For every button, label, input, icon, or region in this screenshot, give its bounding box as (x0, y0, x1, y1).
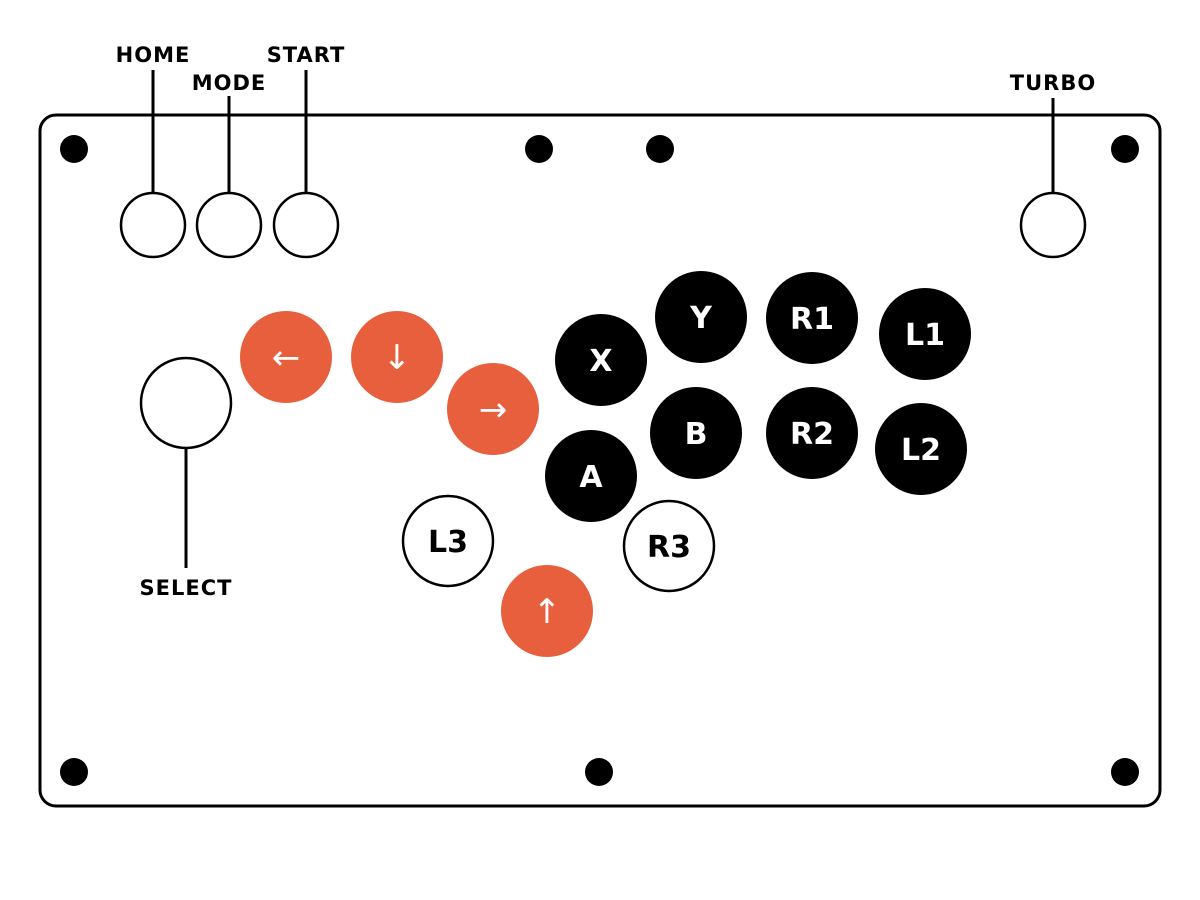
down-button[interactable]: ↓ (351, 311, 443, 403)
start-label: START (267, 43, 346, 67)
screw-holes (60, 135, 1139, 786)
screw-hole-top-left (60, 135, 88, 163)
screw-hole-top-center-right (646, 135, 674, 163)
r1-button[interactable]: R1 (766, 272, 858, 364)
x-button[interactable]: X (555, 314, 647, 406)
home-button[interactable] (119, 191, 187, 259)
screw-hole-bottom-center (585, 758, 613, 786)
home-label: HOME (116, 43, 191, 67)
screw-hole-top-center-left (525, 135, 553, 163)
select-button[interactable] (139, 356, 233, 450)
l3-button[interactable]: L3 (401, 494, 495, 588)
screw-hole-bottom-right (1111, 758, 1139, 786)
l2-button[interactable]: L2 (875, 403, 967, 495)
screw-hole-bottom-left (60, 758, 88, 786)
screw-hole-top-right (1111, 135, 1139, 163)
up-button[interactable]: ↑ (501, 565, 593, 657)
a-button-label: A (579, 460, 603, 495)
l2-button-label: L2 (901, 433, 941, 468)
down-arrow-icon: ↓ (383, 338, 412, 378)
a-button[interactable]: A (545, 430, 637, 522)
mode-button[interactable] (195, 191, 263, 259)
left-arrow-icon: ← (272, 338, 301, 378)
b-button-label: B (685, 417, 708, 452)
right-button[interactable]: → (447, 363, 539, 455)
l3-button-label: L3 (428, 525, 468, 560)
turbo-button[interactable] (1019, 191, 1087, 259)
select-label: SELECT (140, 576, 233, 600)
right-arrow-icon: → (479, 390, 508, 430)
start-button[interactable] (272, 191, 340, 259)
x-button-label: X (589, 344, 612, 379)
up-arrow-icon: ↑ (533, 592, 562, 632)
l1-button[interactable]: L1 (879, 288, 971, 380)
b-button[interactable]: B (650, 387, 742, 479)
r3-button-label: R3 (647, 530, 691, 565)
leader-lines (151, 70, 1055, 568)
y-button[interactable]: Y (655, 271, 747, 363)
l1-button-label: L1 (905, 318, 945, 353)
r2-button[interactable]: R2 (766, 387, 858, 479)
left-button[interactable]: ← (240, 311, 332, 403)
y-button-label: Y (689, 301, 713, 336)
mode-label: MODE (192, 71, 267, 95)
r2-button-label: R2 (790, 417, 834, 452)
r1-button-label: R1 (790, 302, 834, 337)
r3-button[interactable]: R3 (622, 499, 716, 593)
turbo-label: TURBO (1010, 71, 1096, 95)
